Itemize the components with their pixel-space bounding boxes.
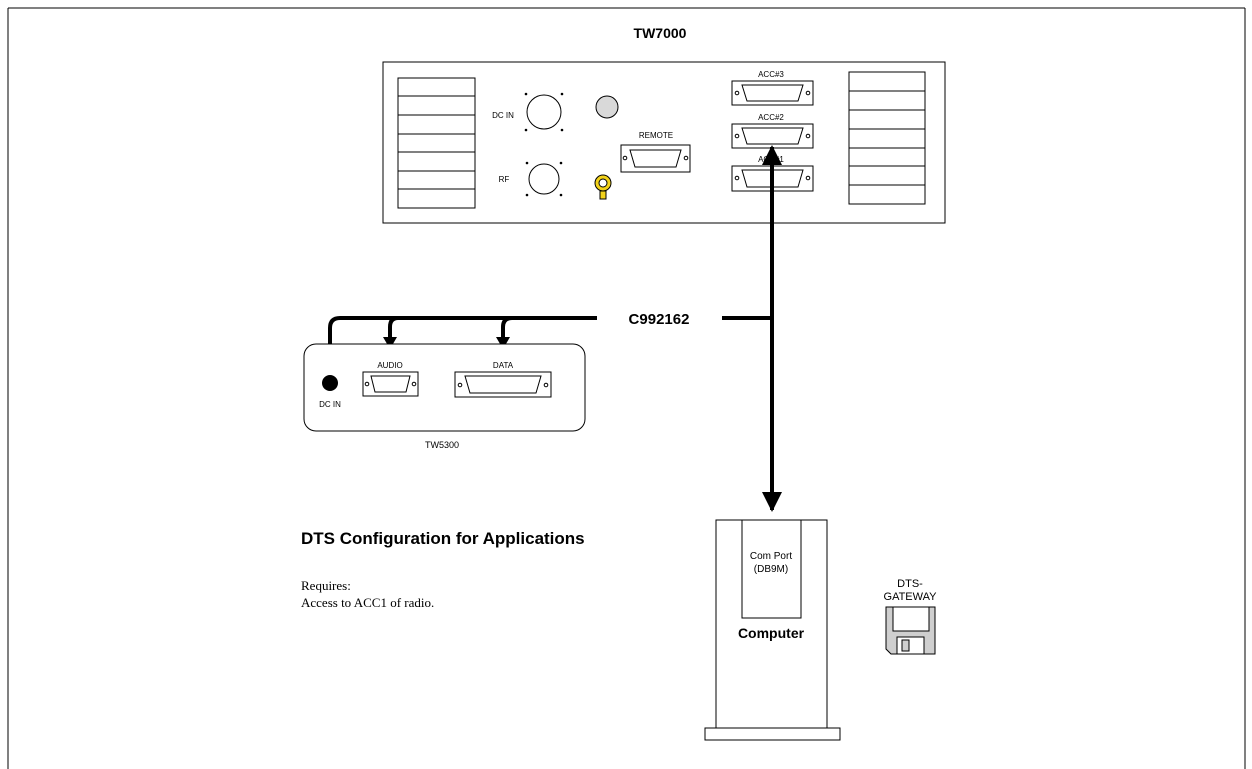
computer	[704, 519, 841, 741]
tw5300-dc-in-jack	[322, 375, 338, 391]
cable-c992162	[328, 145, 782, 512]
com-port-panel	[741, 519, 802, 619]
radio-dc-in-connector	[524, 92, 564, 132]
radio-rf-connector	[525, 161, 563, 197]
radio-panel: DC IN RF REMOTE ACC#3	[382, 61, 946, 224]
radio-acc2-connector	[731, 123, 814, 149]
radio-acc3-label: ACC#3	[758, 70, 784, 79]
radio-knob	[595, 95, 619, 119]
tw5300-data-connector	[454, 371, 552, 398]
radio-acc3-connector	[731, 80, 814, 106]
notes-access: Access to ACC1 of radio.	[301, 595, 434, 610]
disk-label-line2: GATEWAY	[884, 591, 938, 603]
tw5300-data-label: DATA	[493, 361, 514, 370]
page-frame	[7, 7, 1246, 769]
computer-label: Computer	[738, 625, 805, 641]
tw5300-dc-in-label: DC IN	[319, 400, 341, 409]
floppy-disk-icon	[885, 606, 936, 655]
notes-requires: Requires:	[301, 578, 351, 593]
com-port-line1: Com Port	[750, 551, 792, 562]
left-fins	[397, 77, 476, 209]
notes-heading: DTS Configuration for Applications	[301, 529, 585, 548]
radio-rf-label: RF	[499, 175, 510, 184]
radio-remote-label: REMOTE	[639, 131, 673, 140]
computer-base	[704, 727, 841, 741]
key-icon	[594, 174, 612, 200]
radio-dc-in-label: DC IN	[492, 111, 514, 120]
tw5300-unit: DC IN AUDIO DATA	[303, 343, 586, 432]
radio-acc2-label: ACC#2	[758, 113, 784, 122]
tw5300-name: TW5300	[425, 440, 459, 450]
disk-label-line1: DTS-	[897, 578, 923, 590]
tw5300-audio-connector	[362, 371, 419, 397]
com-port-line2: (DB9M)	[754, 564, 788, 575]
right-fins	[848, 71, 926, 205]
radio-title: TW7000	[634, 25, 687, 41]
cable-label: C992162	[629, 311, 690, 328]
radio-remote-connector	[620, 144, 691, 173]
tw5300-audio-label: AUDIO	[377, 361, 402, 370]
